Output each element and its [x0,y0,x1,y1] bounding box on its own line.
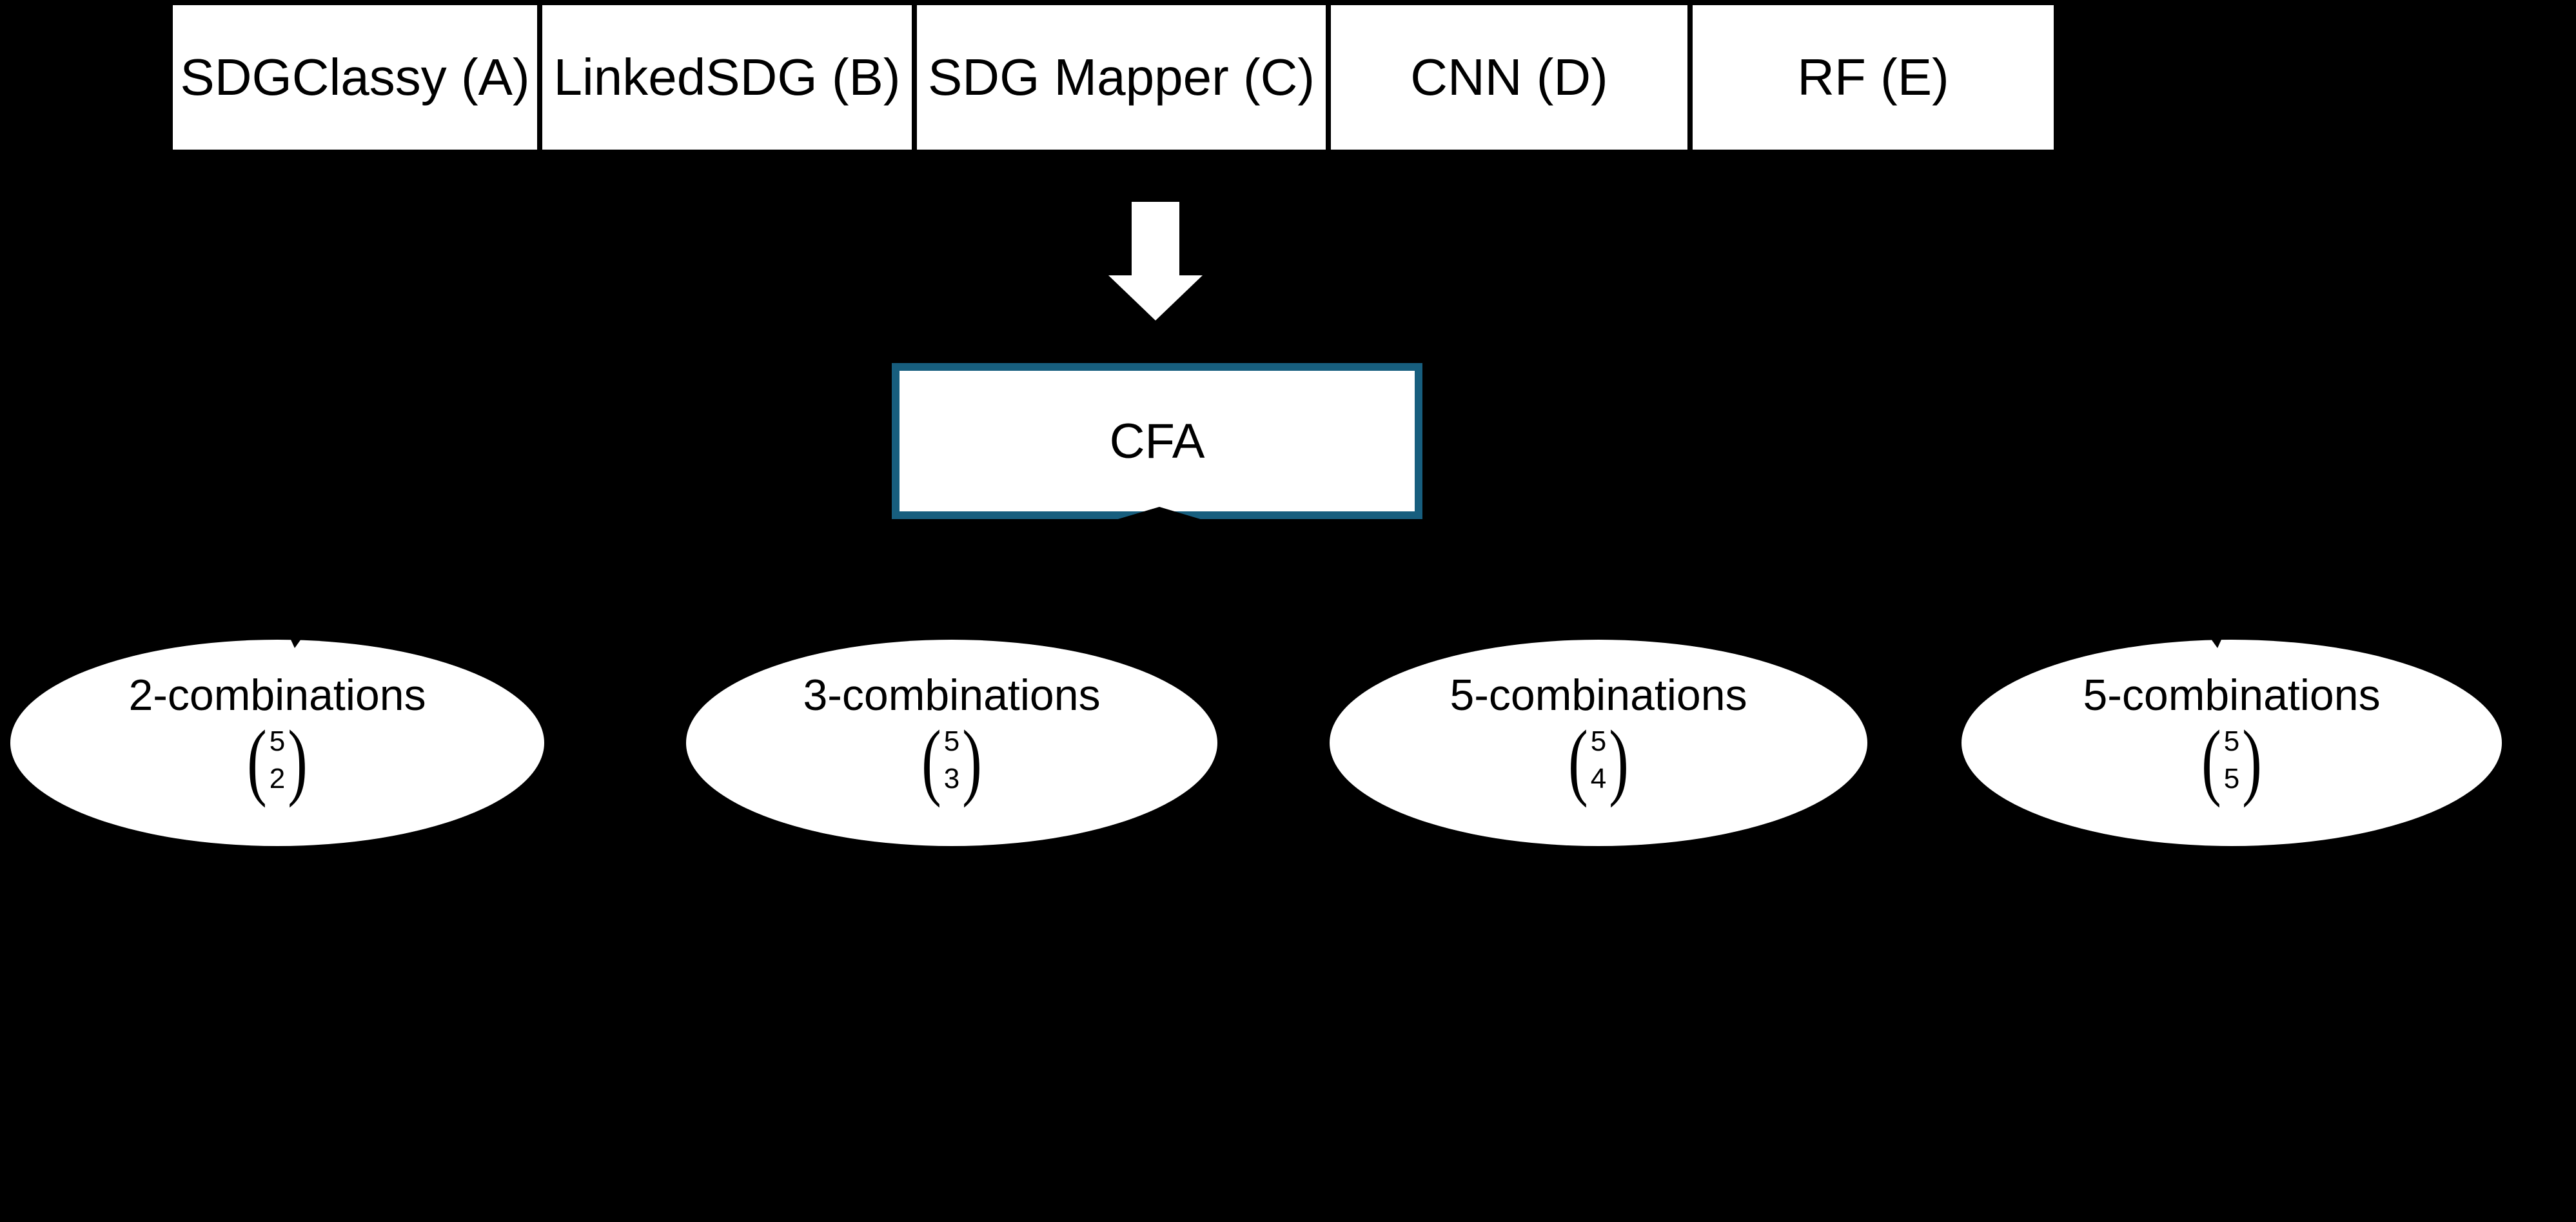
binomial-open-paren: ( [2201,713,2221,808]
binomial-coefficient: ( 5 2 ) [247,717,308,803]
binomial-close-paren: ) [962,713,982,808]
combination-label: 2-combinations [128,670,426,720]
classifier-cell-sdgclassy: SDGClassy (A) [173,5,542,150]
binomial-close-paren: ) [2242,713,2262,808]
binomial-stack: 5 4 [1588,723,1609,798]
ellipse-content: 2-combinations ( 5 2 ) [128,670,426,803]
ellipse-2-combinations: 2-combinations ( 5 2 ) [10,640,544,846]
classifier-label: CNN (D) [1410,48,1608,106]
ellipse-3-combinations: 3-combinations ( 5 3 ) [686,640,1217,846]
binomial-bottom: 2 [269,763,286,794]
binomial-top: 5 [1590,725,1607,757]
classifier-cell-linkedsdg: LinkedSDG (B) [542,5,917,150]
binomial-stack: 5 3 [941,723,962,798]
classifier-table-row: SDGClassy (A) LinkedSDG (B) SDG Mapper (… [173,5,2054,150]
down-arrow-icon [1108,202,1203,320]
binomial-close-paren: ) [288,713,308,808]
classifier-label: SDG Mapper (C) [927,48,1315,106]
cfa-label: CFA [1109,413,1205,469]
binomial-top: 5 [2223,725,2240,757]
binomial-bottom: 4 [1590,763,1607,794]
binomial-close-paren: ) [1609,713,1629,808]
combination-label: 3-combinations [803,670,1101,720]
combination-label: 5-combinations [1450,670,1747,720]
binomial-top: 5 [269,725,286,757]
classifier-label: LinkedSDG (B) [553,48,901,106]
binomial-stack: 5 5 [2221,723,2242,798]
binomial-coefficient: ( 5 5 ) [2201,717,2262,803]
ellipse-5-of-5-combinations: 5-combinations ( 5 5 ) [1961,640,2502,846]
ellipse-content: 3-combinations ( 5 3 ) [803,670,1101,803]
binomial-coefficient: ( 5 4 ) [1568,717,1629,803]
binomial-bottom: 3 [943,763,960,794]
ellipse-content: 5-combinations ( 5 4 ) [1450,670,1747,803]
binomial-coefficient: ( 5 3 ) [921,717,982,803]
classifier-cell-sdgmapper: SDG Mapper (C) [917,5,1331,150]
cfa-box: CFA [892,363,1422,519]
classifier-cell-cnn: CNN (D) [1331,5,1693,150]
binomial-stack: 5 2 [267,723,288,798]
classifier-cell-rf: RF (E) [1693,5,2054,150]
classifier-label: SDGClassy (A) [180,48,530,106]
binomial-open-paren: ( [1568,713,1588,808]
combination-label: 5-combinations [2083,670,2381,720]
binomial-top: 5 [943,725,960,757]
ellipse-content: 5-combinations ( 5 5 ) [2083,670,2381,803]
binomial-open-paren: ( [247,713,267,808]
binomial-bottom: 5 [2223,763,2240,794]
classifier-label: RF (E) [1797,48,1949,106]
binomial-open-paren: ( [921,713,941,808]
ellipse-4-of-5-combinations: 5-combinations ( 5 4 ) [1330,640,1867,846]
